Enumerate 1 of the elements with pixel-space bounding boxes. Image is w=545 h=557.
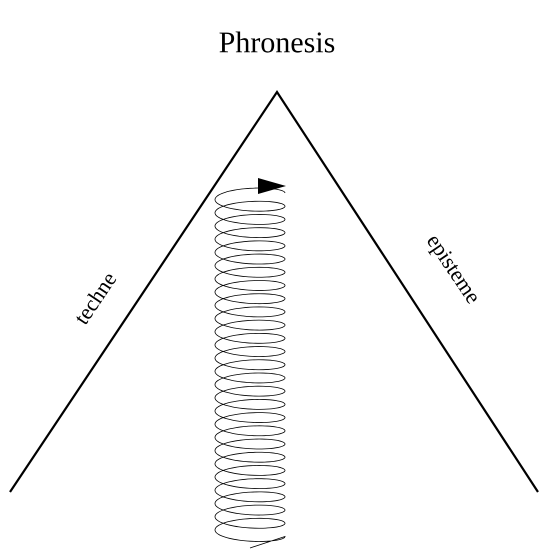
title: Phronesis xyxy=(220,31,334,53)
